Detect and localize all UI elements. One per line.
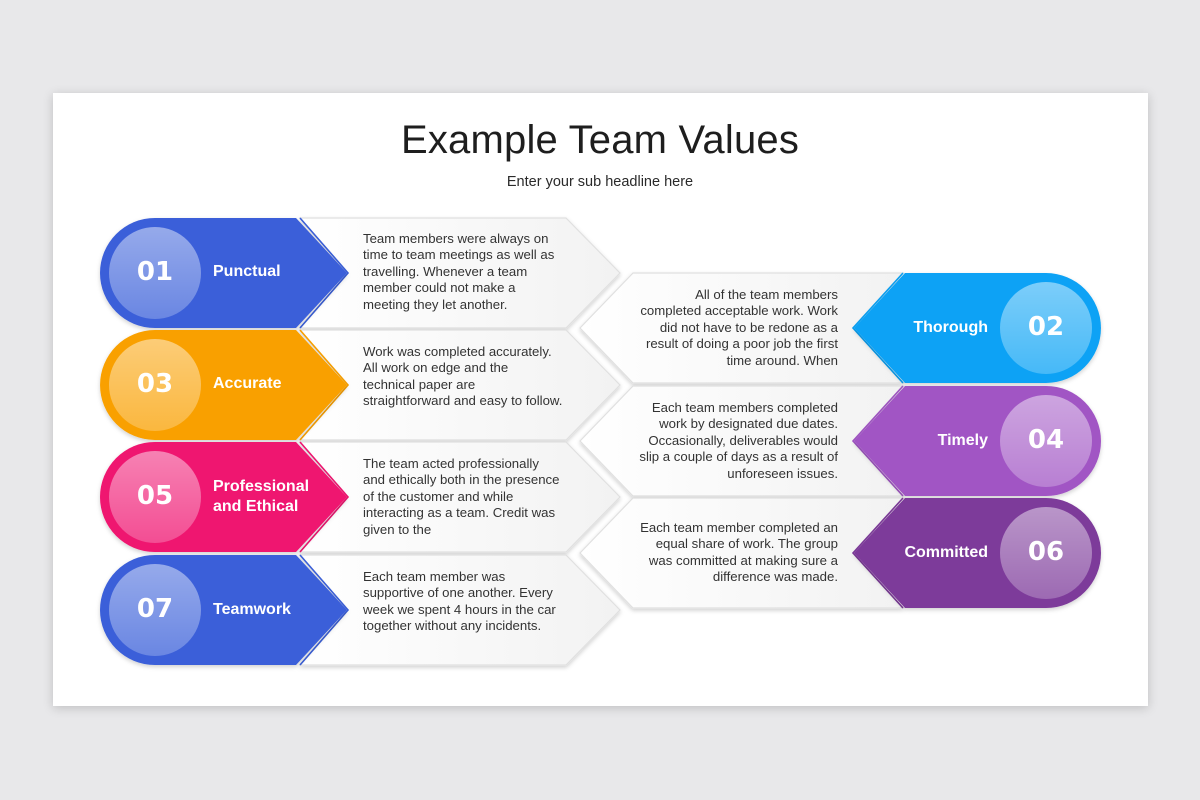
value-label-04: Timely (937, 432, 988, 449)
desc-box-04 (579, 385, 905, 497)
value-desc-03: Work was completed accurately. All work … (363, 344, 563, 409)
desc-box-02 (579, 272, 905, 384)
value-number-07: 07 (136, 594, 174, 624)
value-label-02: Thorough (913, 319, 988, 336)
value-desc-07: Each team member was supportive of one a… (363, 569, 556, 634)
desc-box-06 (579, 497, 905, 609)
value-number-03: 03 (136, 369, 174, 399)
value-pill-02 (854, 273, 1101, 383)
value-label-05: Professional and Ethical (213, 478, 310, 515)
value-number-01: 01 (136, 257, 174, 287)
value-pill-04 (854, 386, 1101, 496)
value-pill-05 (100, 442, 347, 552)
value-number-02: 02 (1027, 312, 1065, 342)
value-pill-01 (100, 218, 347, 328)
value-desc-05: The team acted professionally and ethica… (363, 456, 560, 537)
value-number-05: 05 (136, 481, 174, 511)
desc-box-01 (298, 217, 621, 329)
value-desc-01: Team members were always on time to team… (363, 231, 555, 312)
slide-subtitle: Enter your sub headline here (506, 174, 694, 190)
slide-title: Example Team Values (400, 118, 800, 162)
value-desc-04: Each team members completed work by desi… (639, 400, 838, 481)
value-number-04: 04 (1027, 425, 1065, 455)
value-pill-07 (100, 555, 347, 665)
value-desc-02: All of the team members completed accept… (640, 287, 838, 368)
value-pill-03 (100, 330, 348, 440)
desc-box-03 (298, 329, 621, 441)
value-desc-06: Each team member completed an equal shar… (640, 520, 838, 585)
value-number-06: 06 (1027, 537, 1065, 567)
desc-box-07 (298, 554, 621, 666)
value-label-07: Teamwork (213, 601, 291, 618)
value-pill-06 (854, 498, 1101, 608)
value-label-01: Punctual (213, 263, 281, 280)
value-label-03: Accurate (213, 375, 282, 392)
desc-box-05 (298, 441, 621, 553)
value-label-06: Committed (904, 544, 988, 561)
